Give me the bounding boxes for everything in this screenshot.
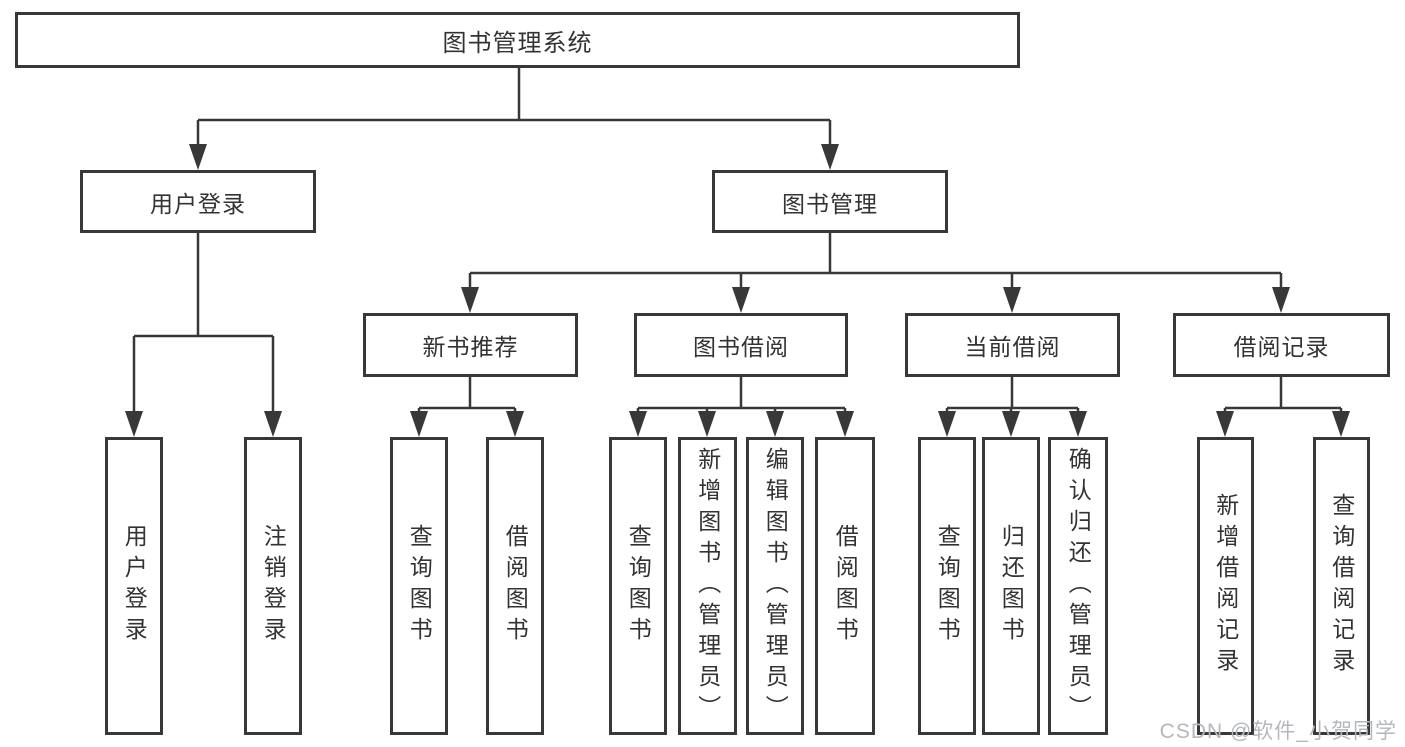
node-label: 查询图书 bbox=[625, 524, 652, 648]
node-book-borrow: 图书借阅 bbox=[634, 313, 848, 377]
leaf-borrow-books: 借阅图书 bbox=[815, 437, 875, 735]
node-label: 用户登录 bbox=[121, 524, 148, 648]
node-label: 新增图书（管理员） bbox=[694, 446, 721, 726]
leaf-edit-books-admin: 编辑图书（管理员） bbox=[746, 437, 804, 735]
node-new-book-recommend: 新书推荐 bbox=[363, 313, 578, 377]
leaf-confirm-return-admin: 确认归还（管理员） bbox=[1048, 437, 1108, 735]
node-label: 用户登录 bbox=[150, 190, 246, 217]
node-label: 图书管理 bbox=[782, 190, 878, 217]
connector-borrow-records bbox=[1216, 377, 1350, 437]
leaf-user-login: 用户登录 bbox=[105, 437, 163, 735]
node-label: 借阅图书 bbox=[502, 524, 529, 648]
node-label: 注销登录 bbox=[260, 524, 287, 648]
node-label: 图书借阅 bbox=[693, 334, 789, 360]
leaf-add-books-admin: 新增图书（管理员） bbox=[678, 437, 737, 735]
node-borrow-records: 借阅记录 bbox=[1173, 313, 1390, 377]
leaf-borrow-books-recommend: 借阅图书 bbox=[486, 437, 544, 735]
leaf-query-books-recommend: 查询图书 bbox=[390, 437, 448, 735]
node-label: 查询图书 bbox=[406, 524, 433, 648]
node-user-login: 用户登录 bbox=[80, 170, 316, 233]
leaf-add-borrow-record: 新增借阅记录 bbox=[1197, 437, 1254, 735]
leaf-return-books: 归还图书 bbox=[982, 437, 1040, 735]
connector-book-borrow bbox=[629, 377, 854, 437]
node-current-borrow: 当前借阅 bbox=[905, 313, 1120, 377]
node-label: 编辑图书（管理员） bbox=[762, 446, 789, 726]
connector-new-book-recommend bbox=[410, 377, 524, 437]
node-label: 查询借阅记录 bbox=[1328, 493, 1355, 679]
leaf-query-borrow-record: 查询借阅记录 bbox=[1313, 437, 1370, 735]
connector-book-management bbox=[461, 233, 1290, 313]
node-label: 查询图书 bbox=[934, 524, 961, 648]
csdn-watermark: CSDN @软件_小贺同学 bbox=[1159, 720, 1397, 743]
node-label: 新增借阅记录 bbox=[1212, 493, 1239, 679]
leaf-logout: 注销登录 bbox=[244, 437, 302, 735]
node-label: 图书管理系统 bbox=[442, 29, 593, 57]
connector-user-login bbox=[125, 233, 282, 437]
node-book-management: 图书管理 bbox=[712, 170, 948, 233]
node-label: 归还图书 bbox=[998, 524, 1025, 648]
node-label: 确认归还（管理员） bbox=[1065, 446, 1092, 726]
connector-current-borrow bbox=[938, 377, 1087, 437]
node-library-system: 图书管理系统 bbox=[15, 12, 1020, 68]
node-label: 借阅图书 bbox=[832, 524, 859, 648]
leaf-query-books-current: 查询图书 bbox=[918, 437, 976, 735]
connector-root bbox=[189, 68, 839, 170]
node-label: 当前借阅 bbox=[964, 334, 1061, 360]
node-label: 新书推荐 bbox=[422, 334, 519, 360]
node-label: 借阅记录 bbox=[1233, 334, 1330, 360]
leaf-query-books-borrow: 查询图书 bbox=[609, 437, 667, 735]
